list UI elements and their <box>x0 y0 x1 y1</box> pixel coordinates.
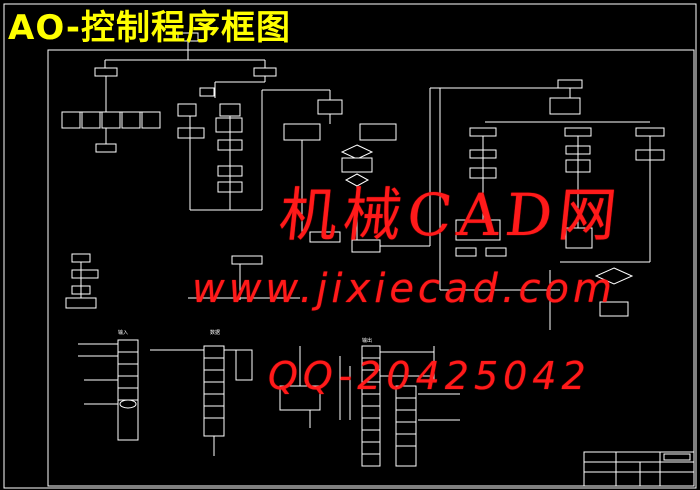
title-block <box>583 451 695 487</box>
flow-box <box>253 67 277 77</box>
flow-box <box>95 143 117 153</box>
drawing-frame <box>47 49 695 487</box>
watermark-url: www.jixiecad.com <box>192 266 616 312</box>
section-label-data: 数据 <box>210 329 220 336</box>
io-block <box>117 339 139 441</box>
section-label-input: 输入 <box>118 329 128 336</box>
watermark-site-name: 机械CAD网 <box>275 181 626 249</box>
sheet-border <box>3 3 697 489</box>
section-label-output: 输出 <box>362 337 372 344</box>
branch-row <box>61 111 161 129</box>
io-block <box>203 345 225 437</box>
io-block <box>279 385 321 411</box>
flow-box <box>177 32 199 42</box>
page-title: AO-控制程序框图 <box>8 8 291 48</box>
watermark-qq: QQ-20425042 <box>268 354 591 398</box>
flow-box <box>94 67 118 77</box>
